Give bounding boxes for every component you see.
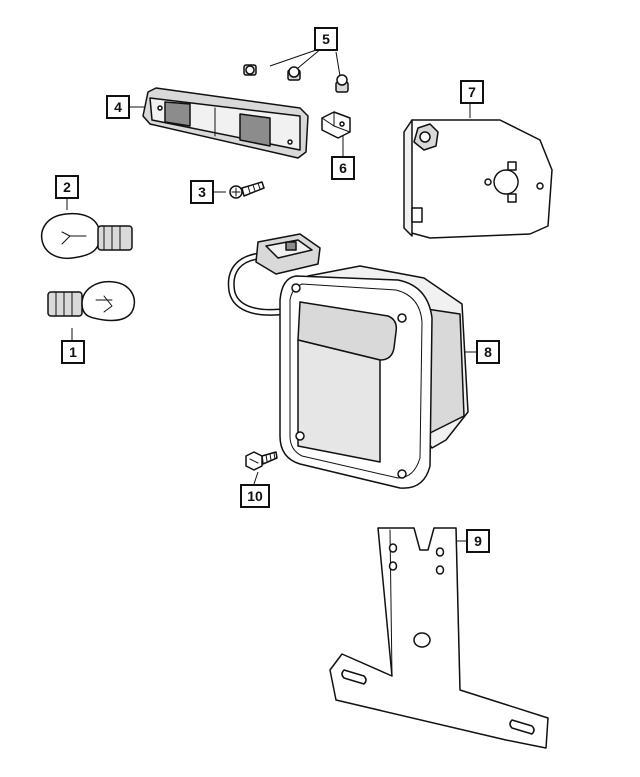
callout-10[interactable]: 10: [240, 484, 270, 508]
leader-lines: [66, 47, 476, 542]
small-bulb-part-5[interactable]: [243, 64, 349, 93]
bracket-part-7[interactable]: [403, 119, 553, 239]
clip-part-6[interactable]: [321, 111, 351, 139]
callout-9[interactable]: 9: [466, 529, 490, 553]
callout-7[interactable]: 7: [460, 80, 484, 104]
bulb-part-1[interactable]: [47, 280, 136, 322]
callout-4[interactable]: 4: [106, 95, 130, 119]
screw-part-3[interactable]: [229, 181, 265, 199]
callout-6[interactable]: 6: [331, 156, 355, 180]
callout-1[interactable]: 1: [61, 340, 85, 364]
callout-8[interactable]: 8: [476, 340, 500, 364]
cargo-lamp-part-4[interactable]: [142, 87, 309, 159]
callout-3[interactable]: 3: [190, 180, 214, 204]
license-bracket-part-9[interactable]: [329, 527, 549, 749]
bolt-part-10[interactable]: [245, 451, 278, 471]
tail-lamp-part-8[interactable]: [227, 233, 469, 489]
callout-2[interactable]: 2: [55, 175, 79, 199]
callout-5[interactable]: 5: [314, 27, 338, 51]
bulb-part-2[interactable]: [40, 212, 133, 260]
